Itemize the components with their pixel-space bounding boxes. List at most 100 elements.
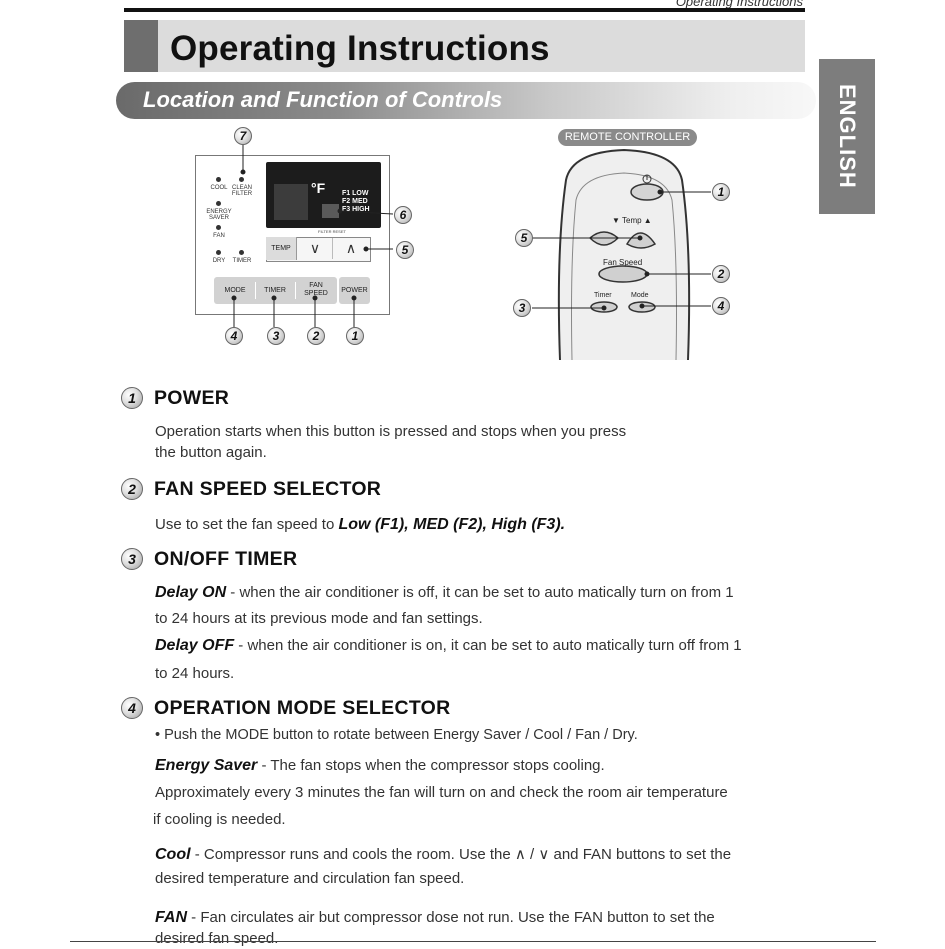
delay-on-line-2: to 24 hours at its previous mode and fan… [155,610,483,627]
callout-7: 7 [234,127,252,145]
top-rule [124,8,805,12]
fan-speed-emphasis: Low (F1), MED (F2), High (F3). [338,516,566,533]
fan-line-1: FAN - Fan circulates air but compressor … [155,907,715,928]
display-digits [274,184,308,220]
energy-saver-text: - The fan stops when the compressor stop… [257,757,605,774]
section-heading-mode: OPERATION MODE SELECTOR [154,697,451,719]
filter-reset-label: FILTER RESET [318,229,346,234]
remote-callout-3: 3 [513,299,531,317]
fan-speed-f3-label: F3 HIGH [342,206,370,213]
running-head: Operating Instructions [675,0,803,9]
remote-fan-speed-label: Fan Speed [603,258,643,267]
fan-term: FAN [155,909,187,926]
dry-indicator-label: DRY [212,258,226,264]
temp-down-button[interactable]: ∨ [309,240,321,256]
fan-speed-text-plain: Use to set the fan speed to [155,516,339,533]
language-tab [819,59,875,214]
timer-indicator-label: TIMER [232,258,252,264]
cool-arrows-icon: ∧ / ∨ [514,846,550,863]
title-accent [124,20,158,72]
energy-saver-label-1: ENERGY [206,209,232,215]
section-number-4: 4 [121,697,143,719]
remote-callout-4: 4 [712,297,730,315]
panel-button-divider [255,282,256,299]
delay-off-line-2: to 24 hours. [155,665,235,682]
remote-temp-label: ▼ Temp ▲ [612,216,652,225]
panel-fan-speed-button-1[interactable]: FAN [309,282,323,289]
panel-button-divider [295,282,296,299]
remote-mode-label: Mode [631,292,649,299]
energy-saver-line-1: Energy Saver - The fan stops when the co… [155,755,605,776]
clean-filter-label-2: FILTER [231,191,253,197]
temp-label: TEMP [271,245,291,252]
language-tab-label: ENGLISH [835,84,860,189]
remote-controller-label: REMOTE CONTROLLER [564,131,691,143]
callout-4: 4 [225,327,243,345]
energy-saver-label-2: SAVER [209,215,229,221]
cool-indicator-icon [216,177,221,182]
energy-saver-indicator-icon [216,201,221,206]
callout-5: 5 [396,241,414,259]
fan-line-2: desired fan speed. [155,930,279,947]
energy-saver-line-2: Approximately every 3 minutes the fan wi… [155,784,728,801]
section-number-3: 3 [121,548,143,570]
clean-filter-indicator-icon [239,177,244,182]
panel-timer-button[interactable]: TIMER [264,287,286,294]
display-unit: °F [311,180,326,196]
fan-text: - Fan circulates air but compressor dose… [187,909,715,926]
cool-term: Cool [155,846,191,863]
callout-1: 1 [346,327,364,345]
temp-label-box [266,237,297,260]
temp-up-button[interactable]: ∧ [345,240,357,256]
section-number-1: 1 [121,387,143,409]
fan-indicator-icon [216,225,221,230]
cool-line-2: desired temperature and circulation fan … [155,870,465,887]
cool-text-end: and FAN buttons to set the [549,846,732,863]
bottom-rule [70,941,876,942]
energy-saver-line-3: if cooling is needed. [153,811,286,828]
cool-text: - Compressor runs and cools the room. Us… [190,846,515,863]
remote-timer-label: Timer [594,292,612,299]
section-heading-timer: ON/OFF TIMER [154,548,298,570]
fan-speed-f2-label: F2 MED [342,198,368,205]
callout-2: 2 [307,327,325,345]
delay-on-line-1: Delay ON - when the air conditioner is o… [155,582,734,603]
page-title: Operating Instructions [170,29,550,68]
panel-mode-button[interactable]: MODE [224,287,246,294]
section-band [116,82,816,119]
fan-speed-text: Use to set the fan speed to Low (F1), ME… [155,514,565,535]
remote-callout-2: 2 [712,265,730,283]
delay-on-text: - when the air conditioner is off, it ca… [226,584,734,601]
power-text-line-1: Operation starts when this button is pre… [155,423,627,440]
section-number-2: 2 [121,478,143,500]
display-fan-indicator [322,204,339,218]
section-heading-power: POWER [154,387,230,409]
timer-indicator-icon [239,250,244,255]
callout-3: 3 [267,327,285,345]
clean-filter-label-1: CLEAN [231,185,252,191]
panel-fan-speed-button-2[interactable]: SPEED [304,290,328,297]
cool-indicator-label: COOL [210,185,228,191]
energy-saver-term: Energy Saver [155,757,258,774]
dry-indicator-icon [216,250,221,255]
delay-off-line-1: Delay OFF - when the air conditioner is … [155,635,742,656]
title-bar [124,20,805,72]
remote-label-pill [558,129,697,146]
fan-indicator-label: FAN [213,233,225,239]
mode-bullet: • Push the MODE button to rotate between… [155,727,638,743]
fan-speed-f1-label: F1 LOW [342,190,369,197]
panel-power-button[interactable]: POWER [341,287,368,294]
power-text-line-2: the button again. [155,444,267,461]
remote-callout-5: 5 [515,229,533,247]
temp-separator [332,238,333,259]
remote-callout-1: 1 [712,183,730,201]
callout-6: 6 [394,206,412,224]
delay-on-term: Delay ON [155,584,227,601]
section-title: Location and Function of Controls [143,87,503,112]
cool-line-1: Cool - Compressor runs and cools the roo… [155,844,731,865]
delay-off-term: Delay OFF [155,637,235,654]
delay-off-text: - when the air conditioner is on, it can… [234,637,742,654]
section-heading-fan-speed: FAN SPEED SELECTOR [154,478,382,500]
